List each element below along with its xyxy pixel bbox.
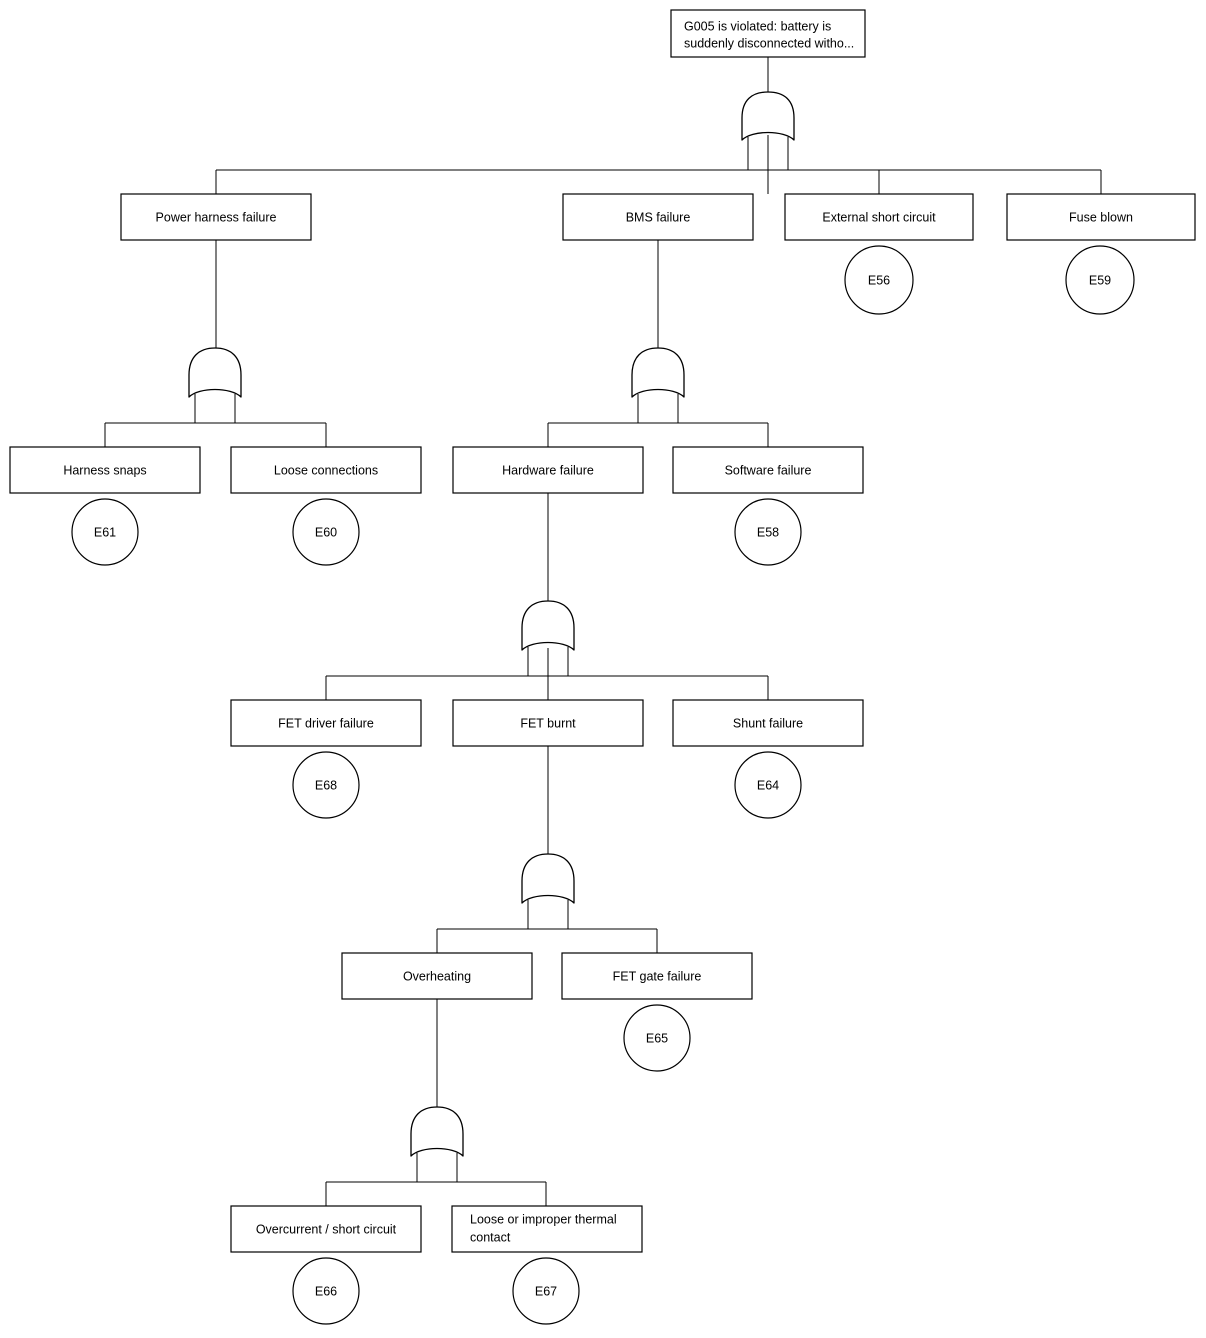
basic-event-e56[interactable]: E56: [844, 245, 914, 315]
or-gate-top-shape[interactable]: [741, 91, 795, 141]
node-power-harness-failure[interactable]: Power harness failure: [120, 193, 312, 241]
top-event-box[interactable]: [670, 9, 866, 58]
node-harness-snaps[interactable]: Harness snaps: [9, 446, 201, 494]
hardware-failure-label: Hardware failure: [502, 463, 594, 477]
basic-event-e60[interactable]: E60: [292, 498, 360, 566]
fuse-blown-label: Fuse blown: [1069, 210, 1133, 224]
e66-label: E66: [315, 1284, 337, 1298]
basic-event-e58[interactable]: E58: [734, 498, 802, 566]
shunt-failure-box[interactable]: [672, 699, 864, 747]
e56-label: E56: [868, 273, 890, 287]
node-fet-gate-failure[interactable]: FET gate failure: [561, 952, 753, 1000]
loose-connections-box[interactable]: [230, 446, 422, 494]
e59-label: E59: [1089, 273, 1111, 287]
e56-circle[interactable]: [844, 245, 914, 315]
basic-event-e66[interactable]: E66: [292, 1257, 360, 1325]
or-gate-power-harness-shape[interactable]: [188, 347, 242, 398]
node-overheating[interactable]: Overheating: [341, 952, 533, 1000]
e58-circle[interactable]: [734, 498, 802, 566]
node-loose-connections[interactable]: Loose connections: [230, 446, 422, 494]
e58-label: E58: [757, 525, 779, 539]
harness-snaps-box[interactable]: [9, 446, 201, 494]
basic-event-e67[interactable]: E67: [512, 1257, 580, 1325]
node-hardware-failure[interactable]: Hardware failure: [452, 446, 644, 494]
top-event-label-line2: suddenly disconnected witho...: [684, 36, 854, 50]
e64-label: E64: [757, 778, 779, 792]
external-short-circuit-box[interactable]: [784, 193, 974, 241]
node-external-short-circuit[interactable]: External short circuit: [784, 193, 974, 241]
power-harness-failure-label: Power harness failure: [156, 210, 277, 224]
overheating-box[interactable]: [341, 952, 533, 1000]
bms-failure-box[interactable]: [562, 193, 754, 241]
e61-circle[interactable]: [71, 498, 139, 566]
e66-circle[interactable]: [292, 1257, 360, 1325]
loose-thermal-contact-label-line1: Loose or improper thermal: [470, 1212, 617, 1226]
or-gate-bms-shape[interactable]: [631, 347, 685, 398]
or-gate-fet-burnt-shape[interactable]: [521, 853, 575, 904]
node-software-failure[interactable]: Software failure: [672, 446, 864, 494]
shunt-failure-label: Shunt failure: [733, 716, 803, 730]
fet-gate-failure-label: FET gate failure: [613, 969, 702, 983]
or-gate-power-harness[interactable]: [188, 347, 242, 398]
fet-burnt-box[interactable]: [452, 699, 644, 747]
loose-thermal-contact-box[interactable]: [451, 1205, 643, 1253]
e68-circle[interactable]: [292, 751, 360, 819]
node-fet-driver-failure[interactable]: FET driver failure: [230, 699, 422, 747]
fet-burnt-label: FET burnt: [520, 716, 576, 730]
fet-driver-failure-box[interactable]: [230, 699, 422, 747]
harness-snaps-label: Harness snaps: [63, 463, 146, 477]
node-fet-burnt[interactable]: FET burnt: [452, 699, 644, 747]
overcurrent-short-circuit-box[interactable]: [230, 1205, 422, 1253]
hardware-failure-box[interactable]: [452, 446, 644, 494]
node-top-event[interactable]: G005 is violated: battery is suddenly di…: [670, 9, 866, 58]
or-gate-bms[interactable]: [631, 347, 685, 398]
bms-failure-label: BMS failure: [626, 210, 691, 224]
node-loose-thermal-contact[interactable]: Loose or improper thermal contact: [451, 1205, 643, 1253]
external-short-circuit-label: External short circuit: [822, 210, 936, 224]
e68-label: E68: [315, 778, 337, 792]
or-gate-hardware-shape[interactable]: [521, 600, 575, 651]
node-fuse-blown[interactable]: Fuse blown: [1006, 193, 1196, 241]
e61-label: E61: [94, 525, 116, 539]
fuse-blown-box[interactable]: [1006, 193, 1196, 241]
node-bms-failure[interactable]: BMS failure: [562, 193, 754, 241]
node-overcurrent-short-circuit[interactable]: Overcurrent / short circuit: [230, 1205, 422, 1253]
overcurrent-short-circuit-label: Overcurrent / short circuit: [256, 1222, 397, 1236]
e67-circle[interactable]: [512, 1257, 580, 1325]
e64-circle[interactable]: [734, 751, 802, 819]
overheating-label: Overheating: [403, 969, 471, 983]
basic-event-e61[interactable]: E61: [71, 498, 139, 566]
software-failure-box[interactable]: [672, 446, 864, 494]
node-shunt-failure[interactable]: Shunt failure: [672, 699, 864, 747]
loose-thermal-contact-label-line2: contact: [470, 1230, 511, 1244]
software-failure-label: Software failure: [725, 463, 812, 477]
fet-gate-failure-box[interactable]: [561, 952, 753, 1000]
loose-connections-label: Loose connections: [274, 463, 378, 477]
e65-circle[interactable]: [623, 1004, 691, 1072]
basic-event-e65[interactable]: E65: [623, 1004, 691, 1072]
or-gate-overheating[interactable]: [410, 1106, 464, 1157]
basic-event-e59[interactable]: E59: [1065, 245, 1135, 315]
or-gate-overheating-shape[interactable]: [410, 1106, 464, 1157]
or-gate-fet-burnt[interactable]: [521, 853, 575, 904]
e65-label: E65: [646, 1031, 668, 1045]
e59-circle[interactable]: [1065, 245, 1135, 315]
e60-label: E60: [315, 525, 337, 539]
fet-driver-failure-label: FET driver failure: [278, 716, 374, 730]
e67-label: E67: [535, 1284, 557, 1298]
top-event-label-line1: G005 is violated: battery is: [684, 19, 831, 33]
or-gate-top[interactable]: [741, 91, 795, 141]
e60-circle[interactable]: [292, 498, 360, 566]
basic-event-e68[interactable]: E68: [292, 751, 360, 819]
or-gate-hardware[interactable]: [521, 600, 575, 651]
basic-event-e64[interactable]: E64: [734, 751, 802, 819]
